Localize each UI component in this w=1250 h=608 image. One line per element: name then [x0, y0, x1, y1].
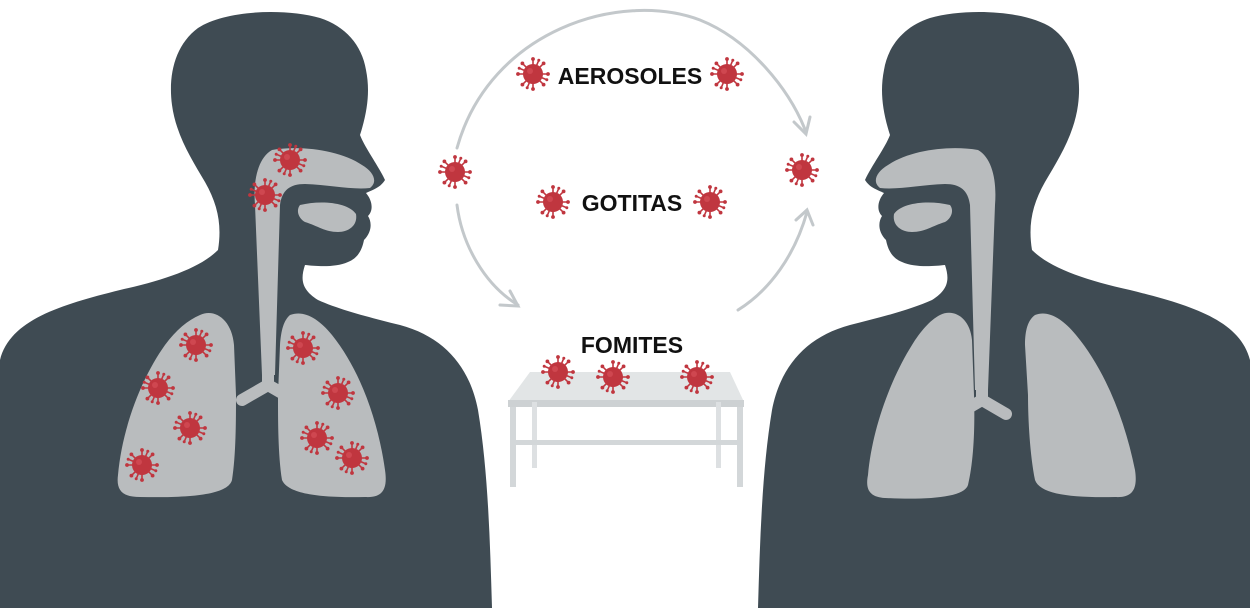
virus-icon [710, 57, 744, 91]
table-leg-back-right [716, 402, 721, 468]
virus-icon [273, 143, 307, 177]
transmission-arrows [457, 10, 813, 310]
virus-icon [680, 360, 714, 394]
virus-icon [321, 376, 355, 410]
virus-icon [141, 371, 175, 405]
virus-icon [438, 155, 472, 189]
virus-icon [785, 153, 819, 187]
table-leg-back-left [532, 402, 537, 468]
virus-icon [693, 185, 727, 219]
virus-icon [300, 421, 334, 455]
table-icon [508, 372, 744, 487]
aerosoles-label: AEROSOLES [558, 63, 702, 89]
virus-icon [335, 441, 369, 475]
virus-icon [173, 411, 207, 445]
virus-icon [516, 57, 550, 91]
virus-icon [286, 331, 320, 365]
exposed-person-silhouette [758, 12, 1250, 608]
infected-person [0, 12, 492, 608]
down-to-table-arrow-icon [457, 205, 518, 305]
table-leg-front-left [510, 407, 516, 487]
exposed-person [758, 12, 1250, 608]
table-leg-front-right [737, 407, 743, 487]
virus-icon [536, 185, 570, 219]
fomites-label: FOMITES [581, 332, 683, 358]
table-crossbar [516, 440, 737, 445]
virus-icon [541, 355, 575, 389]
gotitas-label: GOTITAS [582, 190, 683, 216]
virus-icon [125, 448, 159, 482]
virus-icon [596, 360, 630, 394]
virus-icon [248, 178, 282, 212]
up-from-table-arrow-icon [738, 212, 807, 310]
virus-icon [179, 328, 213, 362]
table-edge [508, 400, 744, 407]
infected-person-silhouette [0, 12, 492, 608]
